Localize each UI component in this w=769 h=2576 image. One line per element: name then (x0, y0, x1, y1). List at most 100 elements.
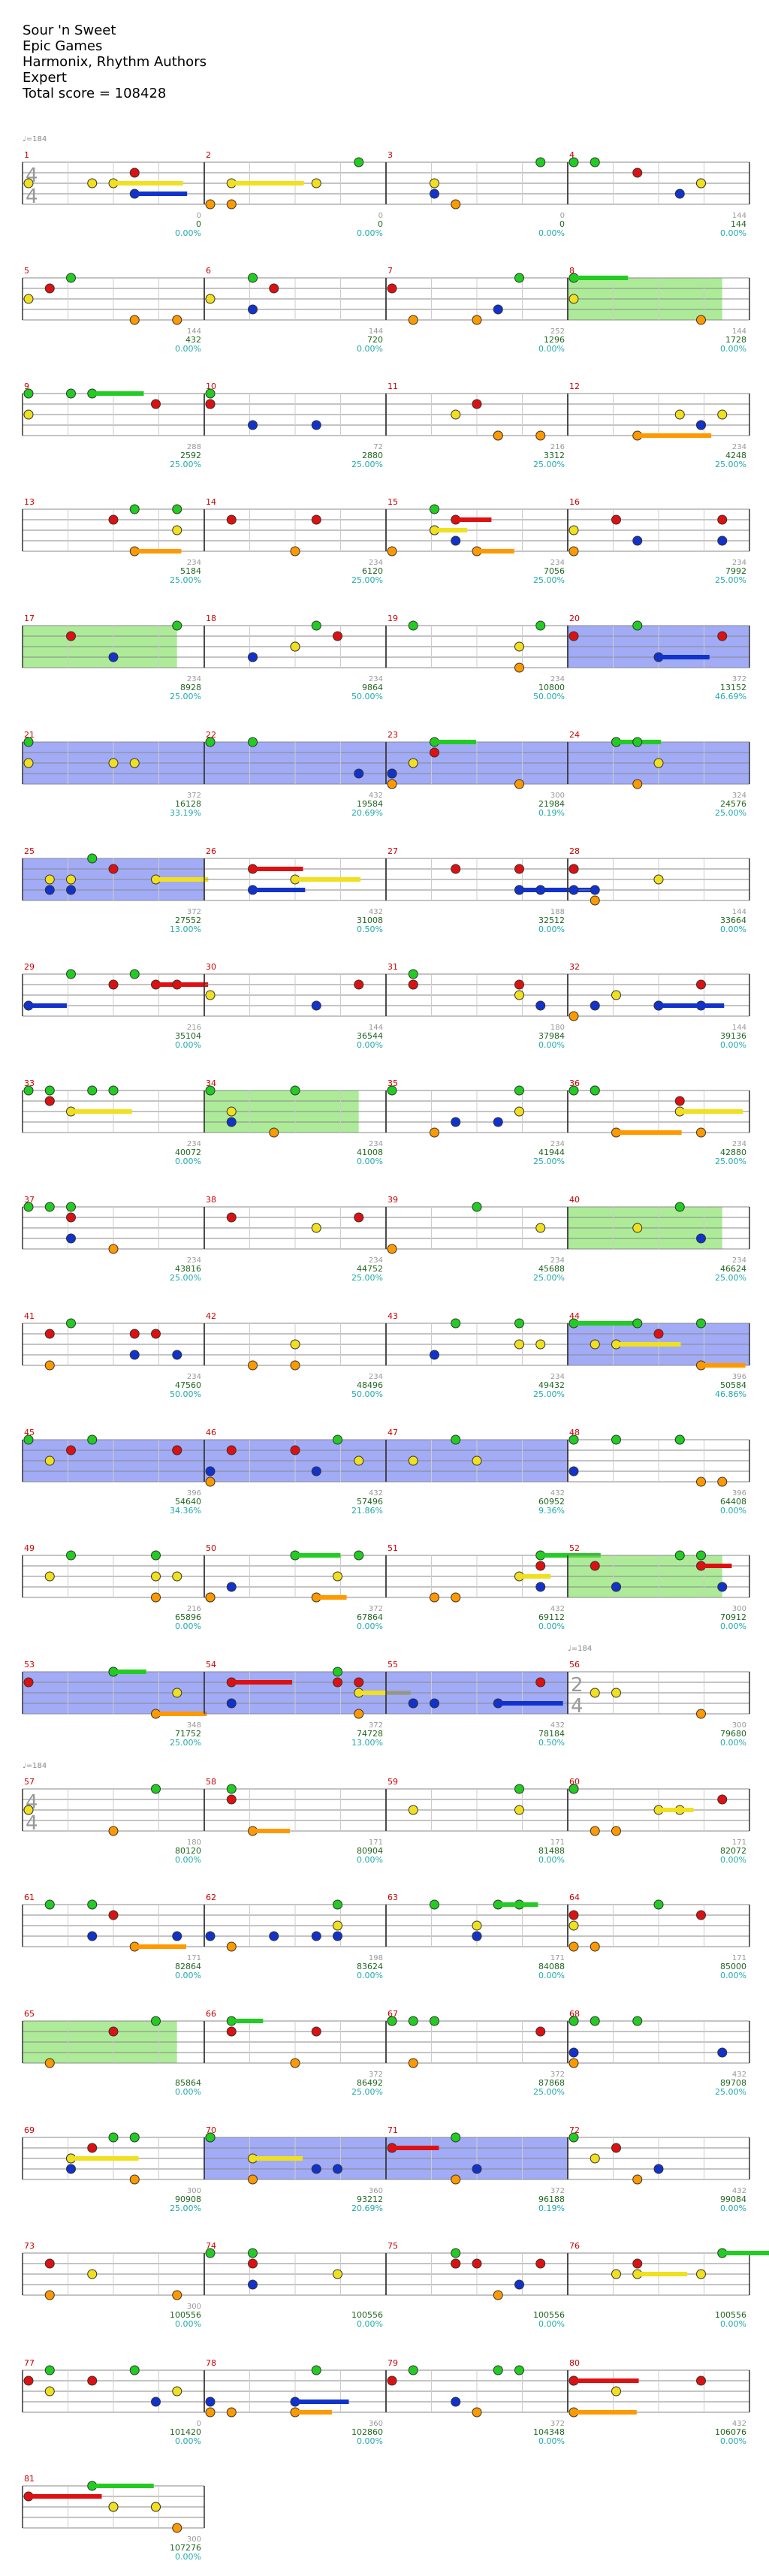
note-gem (674, 409, 685, 420)
measure-delta: 234 (369, 675, 383, 683)
measure-delta: 180 (187, 1838, 201, 1847)
note-gem (514, 979, 524, 990)
measure-delta: 234 (732, 1140, 746, 1148)
note-gem (451, 2258, 461, 2269)
measure-delta: 432 (550, 1489, 565, 1498)
note-gem (632, 1318, 643, 1329)
measure-delta: 432 (550, 1721, 565, 1730)
measure-number: 1 (24, 150, 29, 160)
note-gem (108, 2502, 119, 2512)
note-gem (568, 1085, 579, 1096)
measure-score: 43816 (175, 1264, 201, 1274)
note-gem (66, 273, 76, 283)
note-gem (568, 1910, 579, 1920)
note-gem (311, 2026, 321, 2037)
note-gem (205, 1592, 216, 1603)
note-gem (354, 768, 364, 779)
measure-number: 37 (24, 1195, 35, 1205)
measure-number: 21 (24, 730, 35, 740)
note-gem (451, 2397, 461, 2407)
measure-delta: 144 (732, 1024, 746, 1032)
note-gem (333, 631, 342, 641)
sustain-bar (134, 192, 188, 196)
sustain-bar (92, 2484, 154, 2488)
note-gem (66, 885, 76, 895)
measure-delta: 171 (550, 1954, 565, 1962)
note-gem (632, 535, 643, 546)
note-gem (696, 979, 706, 990)
measure-score: 101420 (170, 2427, 201, 2437)
note-gem (408, 2365, 418, 2375)
note-gem (535, 1677, 546, 1688)
note-gem (108, 1244, 119, 1254)
note-gem (226, 514, 237, 525)
sustain-bar (134, 549, 182, 554)
measure-percent: 25.00% (170, 1273, 201, 1283)
note-gem (151, 1550, 161, 1561)
note-gem (205, 399, 216, 409)
note-gem (44, 1571, 55, 1582)
measure-delta: 372 (732, 675, 746, 683)
measure-delta: 144 (187, 327, 201, 336)
note-gem (23, 294, 34, 304)
note-gem (129, 504, 140, 514)
measure-percent: 33.19% (170, 808, 201, 818)
note-gem (66, 388, 76, 399)
note-gem (129, 2365, 140, 2375)
measure-number: 60 (569, 1777, 580, 1787)
measure-number: 30 (206, 962, 216, 972)
note-gem (696, 1477, 706, 1487)
measure-number: 75 (388, 2241, 398, 2251)
note-gem (205, 1085, 216, 1096)
measure-number: 32 (569, 962, 580, 972)
note-gem (311, 620, 321, 631)
note-gem (290, 1360, 300, 1371)
measure-score: 54640 (175, 1497, 201, 1507)
measure-percent: 0.00% (720, 925, 746, 934)
sustain-bar (659, 1808, 694, 1812)
note-gem (205, 990, 216, 1000)
measure-delta: 0 (560, 212, 565, 220)
measure-delta: 432 (369, 908, 383, 916)
measure-delta: 171 (187, 1954, 201, 1962)
note-gem (696, 1910, 706, 1920)
note-gem (354, 1709, 364, 1719)
measure-percent: 0.00% (357, 1157, 383, 1166)
sustain-bar (295, 2400, 349, 2404)
note-gem (535, 2258, 546, 2269)
measure-number: 49 (24, 1543, 35, 1553)
note-gem (108, 652, 119, 662)
measure-percent: 0.00% (175, 1157, 201, 1166)
note-gem (451, 1592, 461, 1603)
note-gem (172, 2290, 182, 2300)
measure-score: 0 (378, 219, 383, 229)
measure-score: 79680 (720, 1729, 746, 1739)
measure-percent: 0.00% (175, 2436, 201, 2446)
note-gem (535, 620, 546, 631)
measure-delta: 432 (369, 1489, 383, 1498)
measure-delta: 234 (550, 1140, 565, 1148)
measure-score: 5184 (180, 566, 201, 576)
measure-percent: 0.00% (538, 1040, 565, 1050)
note-gem (430, 1899, 439, 1910)
measure-percent: 25.00% (170, 692, 201, 701)
note-gem (87, 1899, 98, 1910)
note-gem (172, 1571, 182, 1582)
time-signature-denominator: 4 (26, 186, 38, 208)
measure-percent: 25.00% (533, 575, 565, 585)
measure-delta: 0 (197, 212, 201, 220)
sustain-bar (231, 181, 304, 186)
measure-score: 2592 (180, 451, 201, 460)
note-gem (717, 2047, 728, 2058)
measure-score: 36544 (357, 1031, 383, 1041)
note-gem (172, 1931, 182, 1941)
measure-score: 21984 (538, 799, 565, 809)
note-gem (44, 885, 55, 895)
measure-percent: 50.00% (170, 1389, 201, 1399)
note-gem (696, 315, 706, 325)
measure-delta: 234 (369, 1373, 383, 1381)
note-gem (44, 2365, 55, 2375)
note-gem (611, 1826, 621, 1836)
sustain-bar (358, 1691, 411, 1695)
